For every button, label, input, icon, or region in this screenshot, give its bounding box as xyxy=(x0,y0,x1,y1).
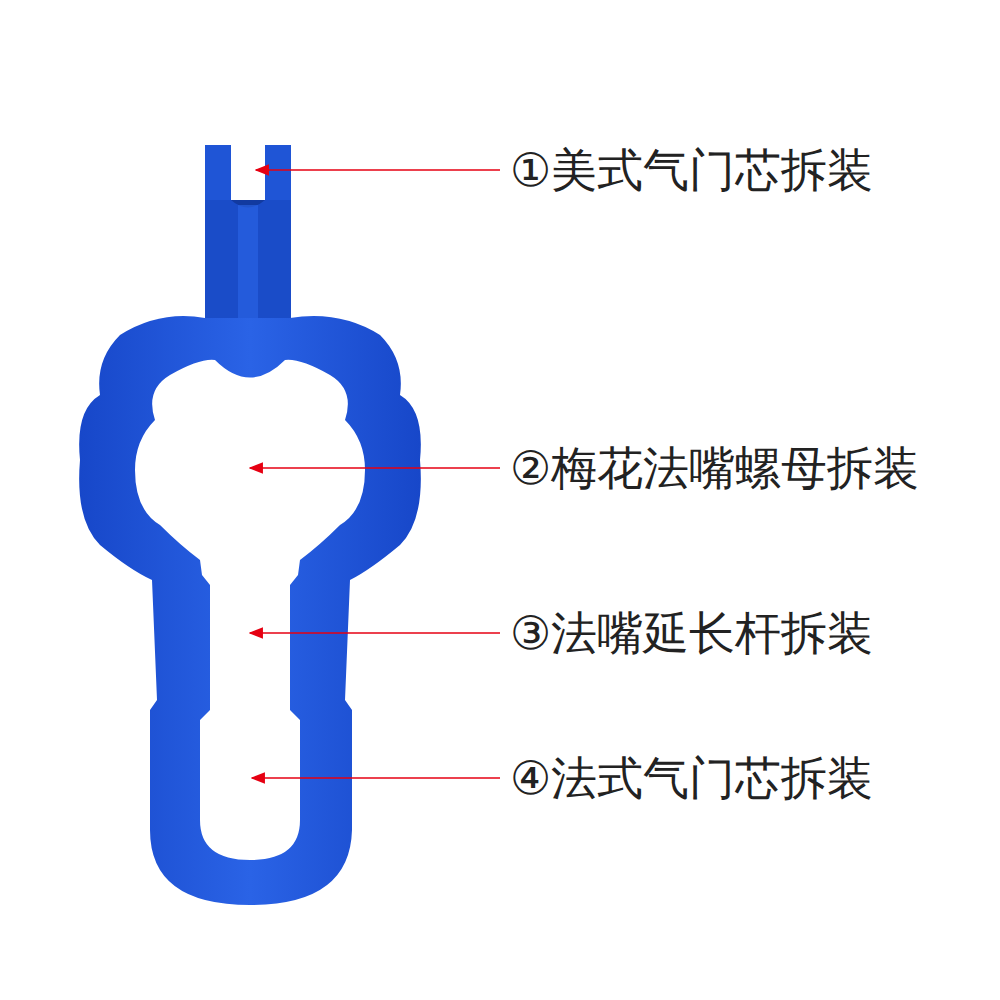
tool-body xyxy=(79,316,421,905)
part-label: ②梅花法嘴螺母拆装 xyxy=(508,443,921,494)
tool-prong xyxy=(205,145,291,320)
leader-line xyxy=(252,777,500,779)
part-label: ①美式气门芯拆装 xyxy=(508,145,875,196)
part-label: ④法式气门芯拆装 xyxy=(508,753,875,804)
leader-line xyxy=(250,467,500,469)
leader-line xyxy=(256,169,500,171)
leader-lines xyxy=(250,170,500,778)
leader-line xyxy=(250,632,500,634)
part-label: ③法嘴延长杆拆装 xyxy=(508,608,875,659)
